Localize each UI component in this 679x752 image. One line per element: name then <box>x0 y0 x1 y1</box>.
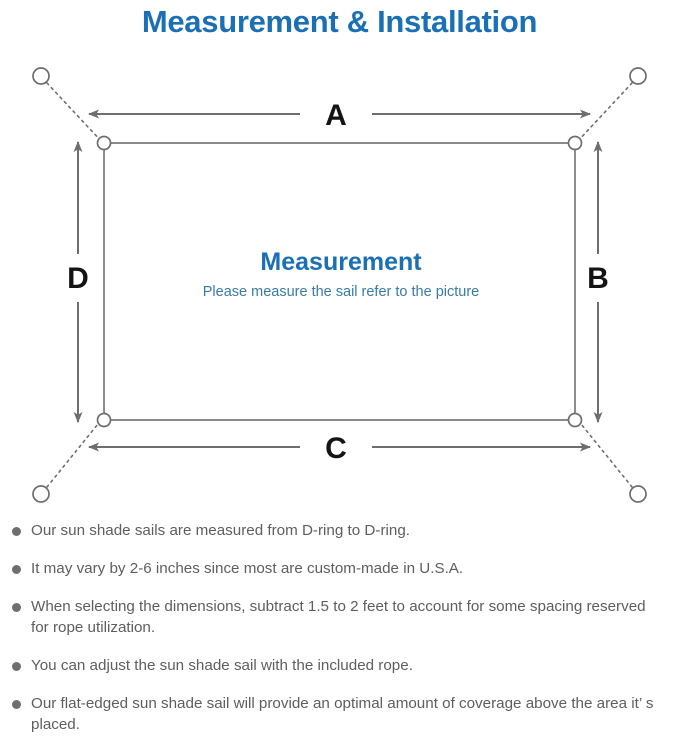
page-title: Measurement & Installation <box>141 4 538 39</box>
anchor-ring-bottom-left <box>32 485 50 503</box>
note-text: When selecting the dimensions, subtract … <box>31 598 646 636</box>
note-text: Our sun shade sails are measured from D-… <box>31 522 410 539</box>
note-text: Our flat-edged sun shade sail will provi… <box>31 695 654 733</box>
rope-lines <box>46 82 633 488</box>
dimension-label-a: A <box>325 99 347 132</box>
anchor-ring-top-left <box>32 67 50 85</box>
note-text: You can adjust the sun shade sail with t… <box>31 657 413 674</box>
bullet-icon <box>12 603 21 612</box>
diagram-center-heading: Measurement <box>260 248 422 276</box>
diagram-center-subtitle: Please measure the sail refer to the pic… <box>203 284 479 300</box>
rope-bottom-left <box>46 418 103 488</box>
dimension-label-d: D <box>67 262 89 295</box>
dimension-label-c: C <box>325 432 347 465</box>
sun-shade-sail-measurement-diagram: A C D B Measurement Please measure the s… <box>0 44 679 514</box>
list-item: Our flat-edged sun shade sail will provi… <box>0 693 679 735</box>
list-item: You can adjust the sun shade sail with t… <box>0 655 679 676</box>
list-item: It may vary by 2-6 inches since most are… <box>0 558 679 579</box>
notes-list: Our sun shade sails are measured from D-… <box>0 520 679 752</box>
d-rings <box>96 135 583 428</box>
d-ring-top-left <box>96 135 112 151</box>
d-ring-bottom-left <box>96 412 112 428</box>
bullet-icon <box>12 527 21 536</box>
anchor-ring-top-right <box>629 67 647 85</box>
rope-top-left <box>46 82 103 143</box>
dimension-label-b: B <box>587 262 609 295</box>
d-ring-bottom-right <box>567 412 583 428</box>
anchor-rings <box>32 67 647 503</box>
rope-bottom-right <box>576 418 633 488</box>
list-item: When selecting the dimensions, subtract … <box>0 596 679 638</box>
bullet-icon <box>12 700 21 709</box>
list-item: Our sun shade sails are measured from D-… <box>0 520 679 541</box>
bullet-icon <box>12 662 21 671</box>
note-text: It may vary by 2-6 inches since most are… <box>31 560 464 577</box>
shade-sail-body <box>103 142 576 421</box>
rope-top-right <box>576 82 633 143</box>
d-ring-top-right <box>567 135 583 151</box>
anchor-ring-bottom-right <box>629 485 647 503</box>
bullet-icon <box>12 565 21 574</box>
